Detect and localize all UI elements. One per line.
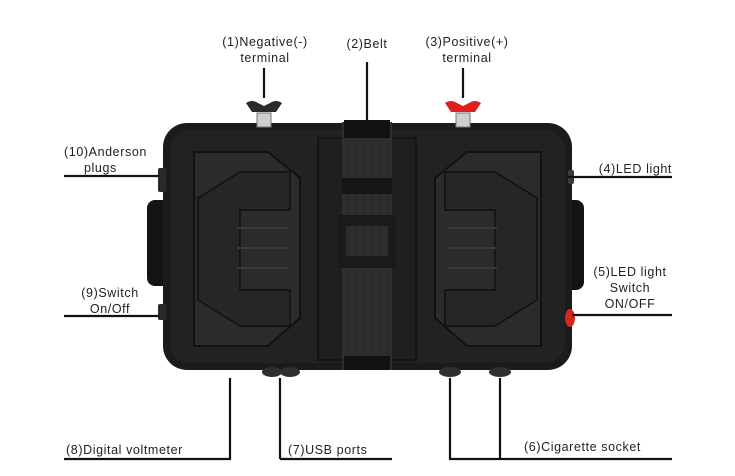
belt-buckle-top — [342, 178, 392, 194]
left-lid-recess — [197, 171, 291, 327]
anderson-plug-port — [158, 168, 166, 192]
cigarette-socket-left — [439, 367, 461, 377]
positive-terminal-knob — [445, 101, 481, 128]
right-lid-ribs — [447, 227, 497, 269]
led-switch-button — [565, 309, 575, 327]
usb-port-left — [262, 367, 282, 377]
belt-top-clip — [344, 120, 390, 138]
label-switch-onoff: (9)Switch On/Off — [60, 285, 160, 317]
label-anderson-line2: plugs — [84, 161, 117, 175]
label-anderson-plugs: (10)Anderson plugs — [64, 144, 164, 176]
usb-port-right — [280, 367, 300, 377]
label-negative-terminal: (1)Negative(-) terminal — [210, 34, 320, 66]
label-cigarette-socket: (6)Cigarette socket — [524, 439, 674, 455]
label-led-switch-line1: (5)LED light — [593, 265, 667, 279]
belt-buckle — [338, 215, 396, 268]
label-positive-terminal: (3)Positive(+) terminal — [412, 34, 522, 66]
label-led-switch-line3: ON/OFF — [604, 297, 656, 311]
belt-strap — [342, 122, 392, 370]
label-usb-line1: (7)USB ports — [288, 443, 368, 457]
label-led-light: (4)LED light — [572, 161, 672, 177]
belt-bottom-clip — [344, 356, 390, 370]
left-lid-ribs — [238, 227, 288, 269]
label-switch-line1: (9)Switch — [81, 286, 139, 300]
label-anderson-line1: (10)Anderson — [64, 145, 147, 159]
label-belt-line1: (2)Belt — [346, 37, 388, 51]
label-cigarette-line1: (6)Cigarette socket — [524, 440, 641, 454]
right-lid-recess — [444, 171, 538, 327]
label-led-switch-line2: Switch — [609, 281, 651, 295]
label-negative-line1: (1)Negative(-) — [222, 35, 308, 49]
label-switch-line2: On/Off — [89, 302, 131, 316]
leader-lines — [64, 62, 672, 461]
belt-texture — [347, 140, 389, 360]
label-usb-ports: (7)USB ports — [288, 442, 398, 458]
label-led-switch: (5)LED light Switch ON/OFF — [580, 264, 680, 312]
label-belt: (2)Belt — [334, 36, 400, 52]
label-led-line1: (4)LED light — [598, 162, 672, 176]
label-positive-line1: (3)Positive(+) — [425, 35, 509, 49]
leader-voltmeter — [64, 378, 232, 461]
label-negative-line2: terminal — [240, 51, 290, 65]
negative-terminal-knob — [246, 101, 282, 128]
label-digital-voltmeter: (8)Digital voltmeter — [66, 442, 226, 458]
label-positive-line2: terminal — [442, 51, 492, 65]
cigarette-socket-right — [489, 367, 511, 377]
label-voltmeter-line1: (8)Digital voltmeter — [66, 443, 183, 457]
leader-cigarette-left — [448, 378, 672, 461]
